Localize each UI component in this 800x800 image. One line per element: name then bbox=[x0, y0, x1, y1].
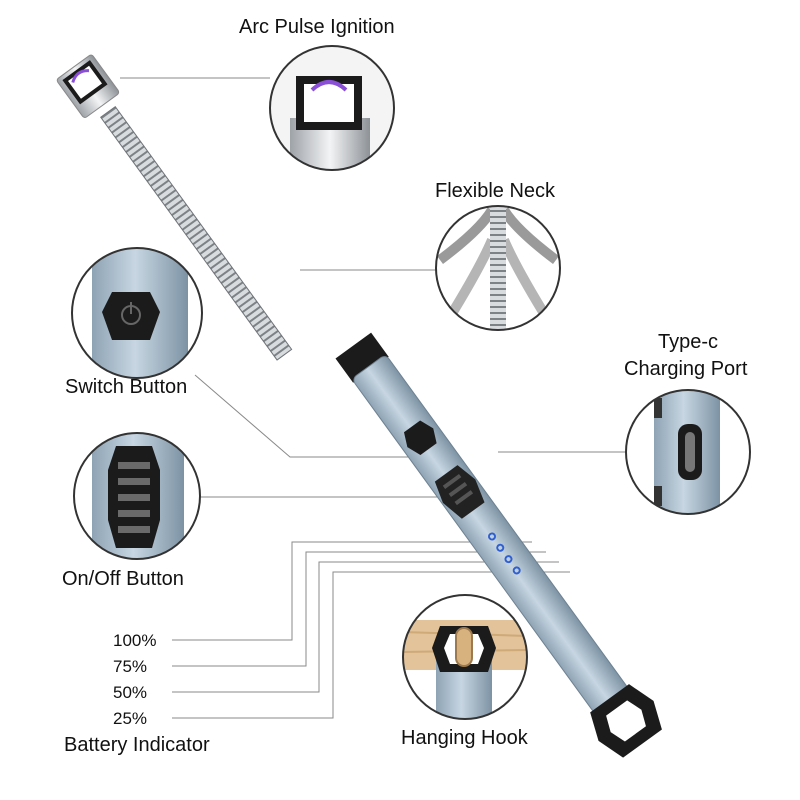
detail-onoff-button bbox=[73, 432, 201, 560]
collar bbox=[335, 332, 389, 383]
label-arc-pulse-ignition: Arc Pulse Ignition bbox=[239, 16, 395, 38]
battery-level-75: 75% bbox=[113, 657, 148, 676]
detail-switch-button bbox=[71, 247, 203, 379]
battery-level-100: 100% bbox=[113, 631, 157, 650]
label-flexible-neck: Flexible Neck bbox=[435, 180, 556, 202]
battery-level-50: 50% bbox=[113, 683, 148, 702]
line-75 bbox=[172, 551, 546, 667]
flexible-neck-shaft bbox=[100, 106, 293, 361]
label-type-c: Type-c bbox=[658, 331, 719, 353]
label-on-off-button: On/Off Button bbox=[62, 568, 184, 590]
detail-flexible-neck bbox=[435, 205, 561, 331]
body-onoff-button bbox=[434, 465, 485, 519]
battery-leds bbox=[488, 532, 521, 575]
detail-typec-port bbox=[625, 389, 751, 515]
lighter bbox=[56, 54, 662, 758]
callout-lines bbox=[120, 77, 626, 719]
label-battery-indicator: Battery Indicator bbox=[64, 734, 210, 756]
line-50 bbox=[172, 561, 559, 693]
detail-hanging-hook bbox=[402, 594, 528, 720]
line-25 bbox=[172, 571, 570, 719]
detail-arc-ignition bbox=[269, 45, 395, 171]
label-hanging-hook: Hanging Hook bbox=[401, 727, 528, 749]
body-switch-button bbox=[403, 420, 437, 455]
line-100 bbox=[172, 541, 532, 641]
line-switch bbox=[194, 374, 447, 458]
ignition-head bbox=[56, 54, 120, 118]
battery-level-25: 25% bbox=[113, 709, 148, 728]
label-switch-button: Switch Button bbox=[65, 376, 188, 398]
label-charging-port: Charging Port bbox=[624, 358, 748, 380]
